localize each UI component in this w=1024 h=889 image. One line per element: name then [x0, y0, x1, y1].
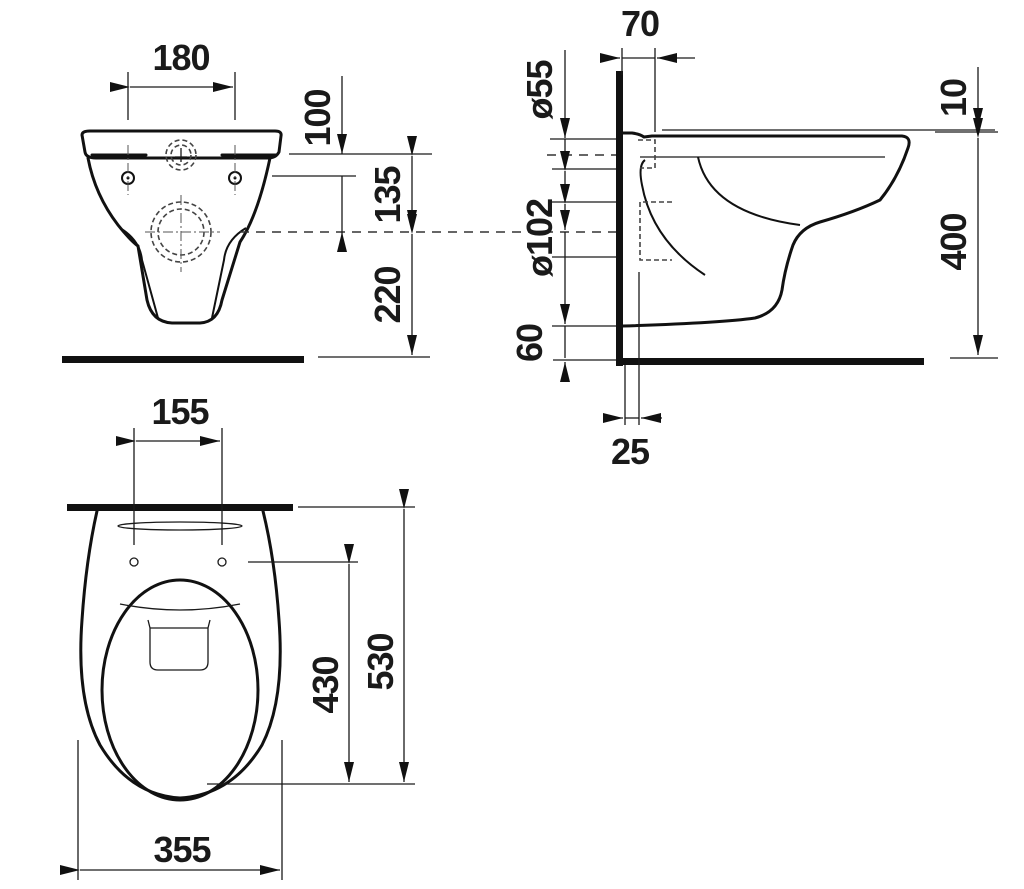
svg-text:135: 135 — [367, 165, 408, 223]
svg-text:10: 10 — [933, 79, 974, 117]
inlet-dashed-circle — [165, 139, 197, 171]
floor-line-side — [616, 358, 924, 365]
front-view: 180 100 135 220 — [62, 37, 620, 363]
outlet-dashed-circle — [145, 195, 220, 272]
dim-355: 355 — [60, 740, 283, 880]
plan-bowl-outline — [79, 509, 282, 802]
plan-view: 155 430 530 355 — [60, 391, 415, 880]
dim-430-530: 430 530 — [207, 489, 415, 785]
svg-text:400: 400 — [933, 213, 974, 270]
dim-25: 25 — [603, 272, 662, 472]
fixing-holes-front — [121, 145, 242, 195]
dim-70: 70 — [600, 3, 695, 132]
dim-10-400: 10 400 — [933, 67, 998, 359]
wall-line — [616, 71, 623, 366]
svg-text:430: 430 — [305, 656, 346, 713]
svg-text:180: 180 — [152, 37, 209, 78]
svg-text:70: 70 — [621, 3, 659, 44]
side-bowl-outline — [621, 129, 995, 328]
dim-diameters: ø55 ø102 60 — [509, 50, 616, 382]
wall-line-plan — [67, 504, 293, 511]
svg-text:220: 220 — [367, 266, 408, 323]
svg-text:ø55: ø55 — [519, 60, 560, 120]
svg-text:530: 530 — [360, 633, 401, 690]
svg-text:25: 25 — [611, 431, 650, 472]
side-view: 70 ø55 ø102 60 — [509, 3, 998, 472]
svg-text:155: 155 — [151, 391, 209, 432]
svg-text:ø102: ø102 — [519, 199, 560, 277]
dim-155: 155 — [116, 391, 223, 545]
svg-text:100: 100 — [297, 89, 338, 146]
dim-135-220: 135 220 — [367, 136, 417, 355]
svg-text:355: 355 — [153, 829, 211, 870]
dim-100: 100 — [297, 76, 347, 252]
dim-180: 180 — [110, 37, 236, 120]
floor-line — [62, 356, 304, 363]
svg-text:60: 60 — [509, 324, 550, 362]
